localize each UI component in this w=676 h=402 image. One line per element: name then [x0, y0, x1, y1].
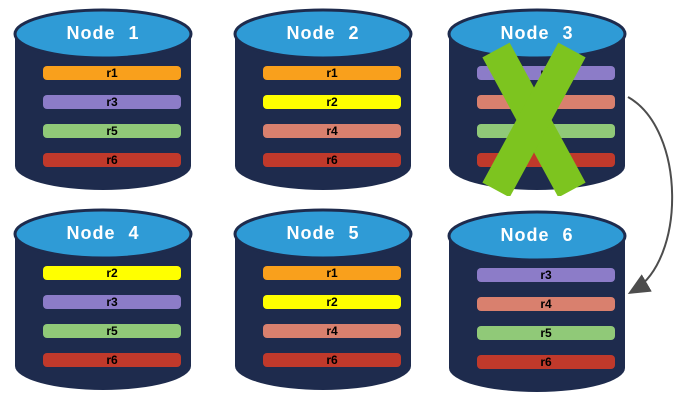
x-mark-icon	[482, 42, 586, 196]
replica-bar: r5	[43, 324, 181, 338]
replica-bar: r5	[477, 326, 615, 340]
node-title: Node 6	[500, 225, 574, 245]
replica-bar: r6	[263, 153, 401, 167]
curved-arrow-icon	[627, 96, 674, 295]
replica-bar: r1	[263, 66, 401, 80]
replica-bar: r2	[43, 266, 181, 280]
node-title: Node 4	[66, 223, 140, 243]
replica-bar: r1	[43, 66, 181, 80]
node-6-cylinder: Node 6 r3 r4 r5 r6	[447, 210, 627, 394]
replica-bar: r3	[43, 295, 181, 309]
replica-bar: r3	[477, 268, 615, 282]
node-5-cylinder: Node 5 r1 r2 r4 r6	[233, 208, 413, 392]
replica-bar: r6	[263, 353, 401, 367]
node-title: Node 2	[286, 23, 360, 43]
node-4-cylinder: Node 4 r2 r3 r5 r6	[13, 208, 193, 392]
node-title: Node 3	[500, 23, 574, 43]
replica-bar: r6	[477, 355, 615, 369]
replica-bar: r5	[43, 124, 181, 138]
replica-bar: r6	[43, 153, 181, 167]
replica-bar: r2	[263, 95, 401, 109]
node-1-cylinder: Node 1 r1 r3 r5 r6	[13, 8, 193, 192]
replica-bar: r4	[263, 124, 401, 138]
node-title: Node 5	[286, 223, 360, 243]
node-title: Node 1	[66, 23, 140, 43]
replica-bar: r6	[43, 353, 181, 367]
replica-bar: r2	[263, 295, 401, 309]
replica-bar: r3	[43, 95, 181, 109]
node-2-cylinder: Node 2 r1 r2 r4 r6	[233, 8, 413, 192]
replica-bar: r4	[477, 297, 615, 311]
replica-bar: r4	[263, 324, 401, 338]
replica-bar: r1	[263, 266, 401, 280]
